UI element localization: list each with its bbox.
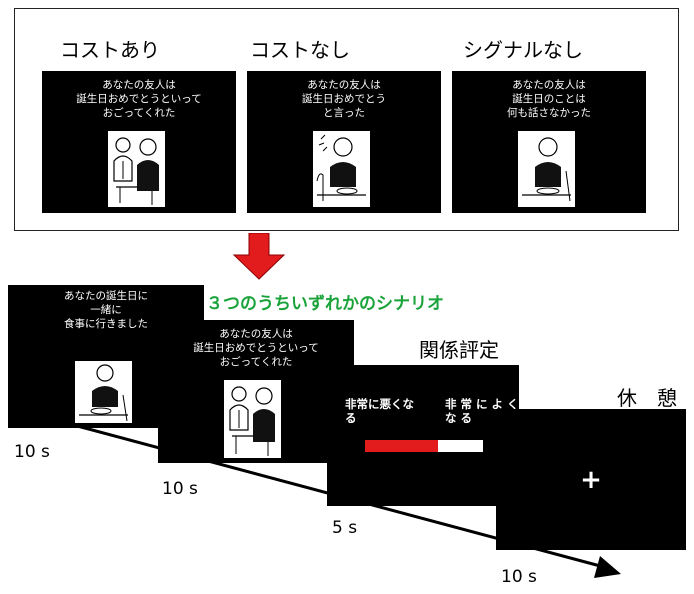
duration-label: 10 s [14,442,50,462]
duration-label: 10 s [162,479,198,499]
condition-caption: あなたの友人は 誕生日おめでとう と言った [302,79,386,119]
rest-title: 休 憩 [617,386,677,410]
condition-label-nosignal: シグナルなし [463,38,583,62]
trial-screen-rest: + [496,409,686,550]
scenario-label: ３つのうちいずれかのシナリオ [206,294,444,314]
duration-label: 10 s [501,567,537,587]
rating-slider-fill [365,440,439,452]
trial-screen-scenario: あなたの友人は 誕生日おめでとうといって おごってくれた [158,320,354,463]
intro-caption: あなたの誕生日に 一緒に 食事に行きました [64,290,148,330]
condition-label-nocost: コストなし [250,38,350,62]
friend-paying-illustration [108,131,165,207]
condition-label-cost: コストあり [60,38,160,62]
rating-title: 関係評定 [419,338,499,362]
friend-waving-illustration [313,131,370,207]
fixation-cross: + [580,465,602,495]
condition-screen-nosignal: あなたの友人は 誕生日のことは 何も話さなかった [452,71,646,213]
condition-caption: あなたの友人は 誕生日のことは 何も話さなかった [507,79,591,119]
rating-slider-track[interactable] [365,440,483,452]
scenario-caption: あなたの友人は 誕生日おめでとうといって おごってくれた [193,328,319,368]
down-arrow-icon [232,233,286,280]
trial-screen-rating: 非常に悪くな る 非 常 に よ く な る [327,365,519,506]
condition-screen-nocost: あなたの友人は 誕生日おめでとう と言った [247,71,441,213]
condition-caption: あなたの友人は 誕生日おめでとうといって おごってくれた [76,79,202,119]
friend-dining-illustration [75,361,132,423]
duration-label: 5 s [332,518,358,538]
friend-paying-illustration [224,380,281,458]
rating-right-label: 非 常 に よ く な る [445,397,519,425]
rating-left-label: 非常に悪くな る [345,397,414,425]
condition-screen-cost: あなたの友人は 誕生日おめでとうといって おごってくれた [42,71,236,213]
friend-silent-illustration [518,131,575,207]
